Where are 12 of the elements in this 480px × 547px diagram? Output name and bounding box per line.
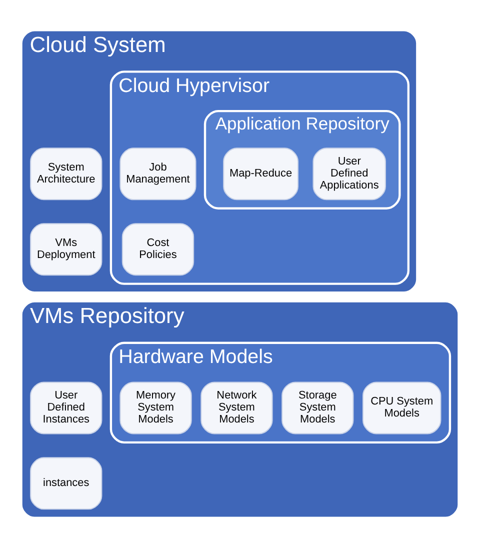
node-box: VMs Deployment: [30, 222, 102, 276]
node-box: Memory System Models: [120, 381, 192, 434]
node-box: User Defined Applications: [312, 147, 386, 200]
node-box: CPU System Models: [362, 381, 442, 434]
node-box: Storage System Models: [282, 381, 354, 434]
node-box: instances: [30, 456, 102, 510]
node-box: Job Management: [120, 147, 196, 200]
node-box: Cost Policies: [122, 222, 194, 276]
node-box: System Architecture: [30, 147, 102, 200]
node-box: Network System Models: [200, 381, 273, 434]
node-box: User Defined Instances: [30, 381, 102, 434]
node-box: Map-Reduce: [223, 147, 298, 200]
